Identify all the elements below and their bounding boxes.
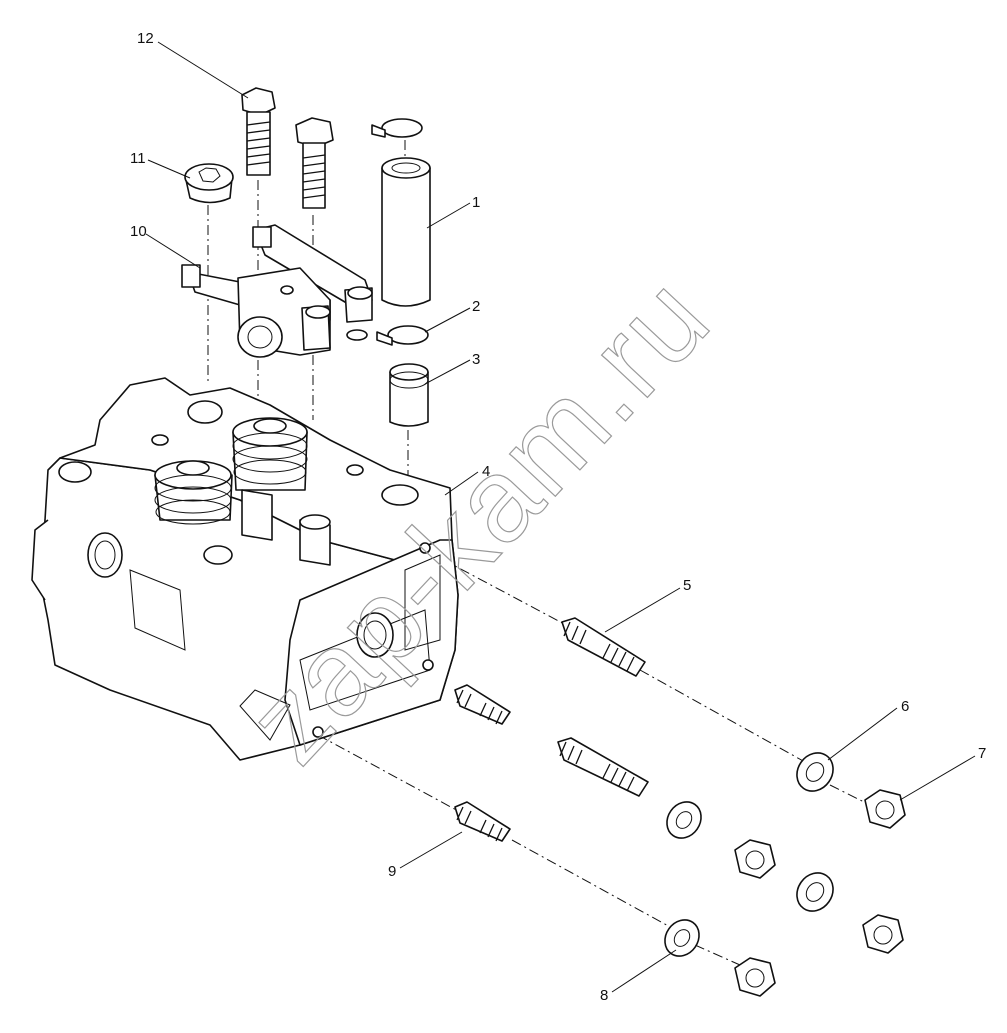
callout-1: 1 <box>472 194 480 211</box>
leader-lines <box>145 41 976 993</box>
callout-11: 11 <box>130 150 146 167</box>
callout-3: 3 <box>472 351 480 368</box>
callout-2: 2 <box>472 298 480 315</box>
callout-9: 9 <box>388 863 396 880</box>
washers <box>664 752 834 957</box>
rocker-arm-assembly <box>181 224 373 358</box>
callout-8: 8 <box>600 987 608 1004</box>
long-stud-lower <box>557 737 649 797</box>
screw-plug <box>184 163 234 204</box>
callout-7: 7 <box>978 745 986 762</box>
callout-10: 10 <box>130 223 147 240</box>
long-stud <box>561 617 646 677</box>
hex-nuts <box>734 789 906 997</box>
callout-4: 4 <box>482 463 490 480</box>
callout-5: 5 <box>683 577 691 594</box>
short-stud <box>454 684 511 842</box>
oil-pipe-with-clamps <box>371 118 431 427</box>
valve-spring-assemblies <box>154 417 331 566</box>
callout-6: 6 <box>901 698 909 715</box>
callout-labels: 12 11 10 1 2 3 4 5 6 7 8 9 <box>130 30 986 1004</box>
rocker-bolts <box>241 87 334 209</box>
cylinder-head <box>31 377 459 761</box>
callout-12: 12 <box>137 30 154 47</box>
